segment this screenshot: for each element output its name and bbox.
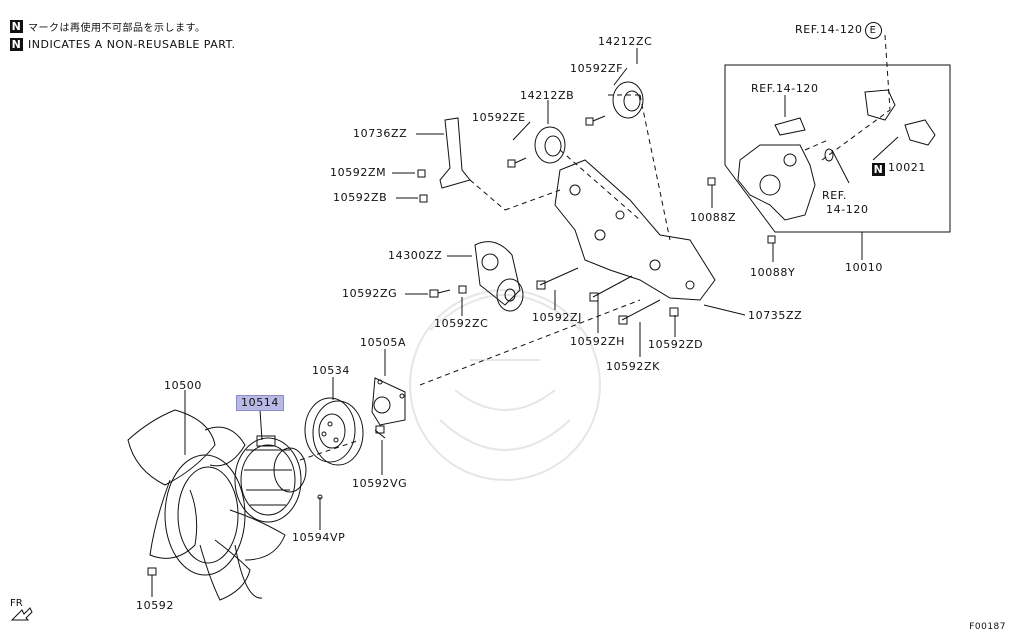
tensioner-14300zz — [474, 241, 524, 312]
part-label-10592zg[interactable]: 10592ZG — [342, 287, 398, 300]
ref-text[interactable]: REF.14-120 — [795, 23, 863, 36]
bolt-10592vg — [374, 425, 386, 439]
ref-circle-e: E — [864, 22, 882, 39]
o-ring — [824, 148, 834, 162]
part-label-10594vp[interactable]: 10594VP — [292, 531, 346, 544]
bolt-10594vp — [317, 494, 323, 500]
legend-en-text: INDICATES A NON-REUSABLE PART. — [28, 38, 236, 51]
non-reusable-marker: N — [10, 38, 23, 51]
part-label-10592zc[interactable]: 10592ZC — [434, 317, 489, 330]
water-pump-inset-box — [724, 64, 951, 233]
part-number-text[interactable]: 10021 — [888, 161, 926, 174]
gasket-ref — [774, 117, 806, 136]
small-bolts — [147, 115, 776, 576]
part-label-10736zz[interactable]: 10736ZZ — [353, 127, 408, 140]
ref-label-gasket[interactable]: REF.14-120 — [751, 82, 819, 95]
part-label-10592zf[interactable]: 10592ZF — [570, 62, 624, 75]
part-label-10592zd[interactable]: 10592ZD — [648, 338, 704, 351]
leader-lines — [151, 48, 899, 597]
part-label-10088y[interactable]: 10088Y — [750, 266, 796, 279]
front-direction-label: FR — [10, 598, 23, 609]
part-label-10592ze[interactable]: 10592ZE — [472, 111, 526, 124]
idler-pulley-14212zc — [612, 81, 644, 119]
part-label-10505a[interactable]: 10505A — [360, 336, 407, 349]
part-label-10592[interactable]: 10592 — [136, 599, 174, 612]
part-label-10088z[interactable]: 10088Z — [690, 211, 737, 224]
accessory-bracket-10735zz — [554, 159, 716, 301]
ref-label-oring-a[interactable]: REF. — [822, 189, 848, 202]
part-label-10500[interactable]: 10500 — [164, 379, 202, 392]
part-label-10592zk[interactable]: 10592ZK — [606, 360, 660, 373]
part-label-14212zb[interactable]: 14212ZB — [520, 89, 575, 102]
legend-jp: N マークは再使用不可部品を示します。 — [10, 19, 206, 34]
front-direction-arrow — [10, 607, 33, 621]
part-label-10592zj[interactable]: 10592ZJ — [532, 311, 582, 324]
figure-code: F00187 — [969, 622, 1006, 632]
part-label-10592zb[interactable]: 10592ZB — [333, 191, 388, 204]
part-label-10534[interactable]: 10534 — [312, 364, 350, 377]
part-label-10592zm[interactable]: 10592ZM — [330, 166, 387, 179]
long-bolts — [536, 267, 661, 325]
bracket-10736zz — [439, 117, 471, 189]
part-label-14300zz[interactable]: 14300ZZ — [388, 249, 443, 262]
water-pump — [737, 144, 816, 221]
legend-jp-text: マークは再使用不可部品を示します。 — [28, 23, 206, 34]
pulley-10534 — [304, 397, 364, 466]
cooling-fan — [127, 409, 286, 601]
non-reusable-marker: N — [872, 163, 885, 176]
part-label-10735zz[interactable]: 10735ZZ — [748, 309, 803, 322]
idler-pulley-14212zb — [534, 126, 566, 164]
part-label-10592vg[interactable]: 10592VG — [352, 477, 408, 490]
part-label-10592zh[interactable]: 10592ZH — [570, 335, 625, 348]
part-label-10514-highlighted[interactable]: 10514 — [236, 395, 284, 411]
leader-dashes — [299, 34, 891, 461]
fan-bracket-10505a — [371, 377, 406, 426]
fan-clutch — [234, 435, 307, 523]
part-label-10010[interactable]: 10010 — [845, 261, 883, 274]
non-reusable-marker: N — [10, 20, 23, 33]
ref-label-oring-b[interactable]: 14-120 — [826, 203, 869, 216]
part-label-14212zc[interactable]: 14212ZC — [598, 35, 653, 48]
legend-en: N INDICATES A NON-REUSABLE PART. — [10, 38, 235, 51]
thermostat-housing — [864, 89, 936, 146]
